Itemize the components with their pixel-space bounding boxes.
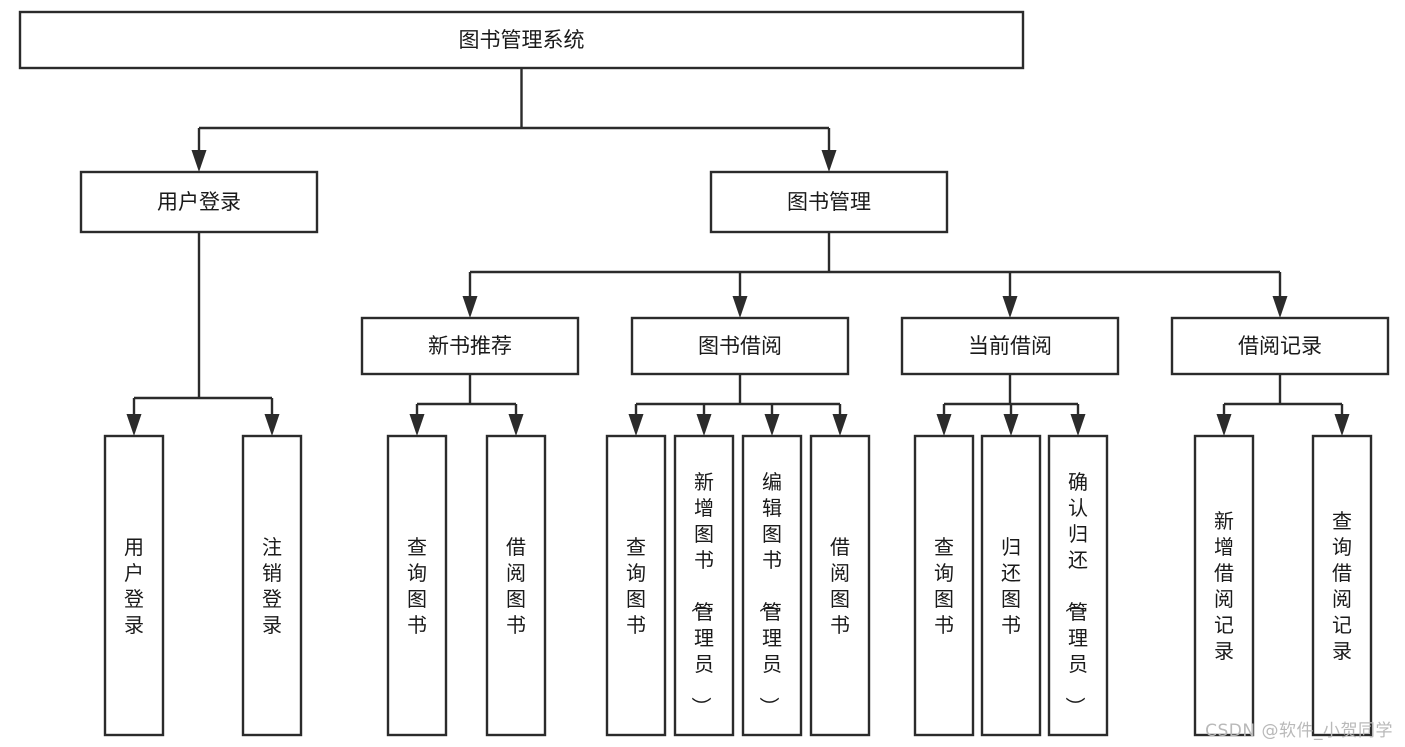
arrow-head-icon <box>1272 296 1288 318</box>
node-leaf-query-book-current[interactable]: 查询图书 <box>913 434 975 737</box>
node-leaf-query-book-borrow[interactable]: 查询图书 <box>605 434 667 737</box>
arrow-head-icon <box>732 296 748 318</box>
node-label: 新增图书（管理员） <box>689 470 714 717</box>
node-label: 新书推荐 <box>428 334 512 358</box>
node-leaf-query-borrow-record[interactable]: 查询借阅记录 <box>1311 434 1373 737</box>
node-label: 图书管理系统 <box>459 28 585 52</box>
node-box[interactable] <box>741 434 803 737</box>
connector-group-userlogin-to-leaves <box>126 232 280 436</box>
node-box[interactable] <box>673 434 735 737</box>
arrow-head-icon <box>832 414 848 436</box>
node-layer: 图书管理系统用户登录图书管理新书推荐图书借阅当前借阅借阅记录用户登录注销登录查询… <box>18 10 1390 737</box>
connector-layer <box>126 68 1350 436</box>
connector-group-root-to-level2 <box>191 68 837 172</box>
node-label: 当前借阅 <box>968 334 1052 358</box>
node-box[interactable] <box>360 316 580 376</box>
node-root[interactable]: 图书管理系统 <box>18 10 1025 70</box>
node-user-login[interactable]: 用户登录 <box>79 170 319 234</box>
node-label: 查询借阅记录 <box>1332 509 1352 663</box>
connector-group-records-to-leaves <box>1216 374 1350 436</box>
arrow-head-icon <box>191 150 207 172</box>
arrow-head-icon <box>821 150 837 172</box>
node-box[interactable] <box>241 434 303 737</box>
node-box[interactable] <box>1311 434 1373 737</box>
arrow-head-icon <box>1216 414 1232 436</box>
arrow-head-icon <box>1002 296 1018 318</box>
node-current-borrow[interactable]: 当前借阅 <box>900 316 1120 376</box>
node-label: 用户登录 <box>124 535 144 637</box>
arrow-head-icon <box>508 414 524 436</box>
node-box[interactable] <box>605 434 667 737</box>
node-label: 图书管理 <box>787 190 871 214</box>
node-box[interactable] <box>980 434 1042 737</box>
node-label: 查询图书 <box>934 535 954 637</box>
node-label: 归还图书 <box>1001 535 1021 637</box>
node-borrow-records[interactable]: 借阅记录 <box>1170 316 1390 376</box>
arrow-head-icon <box>126 414 142 436</box>
arrow-head-icon <box>409 414 425 436</box>
node-box[interactable] <box>913 434 975 737</box>
node-box[interactable] <box>18 10 1025 70</box>
connector-group-borrow-to-leaves <box>628 374 848 436</box>
node-box[interactable] <box>485 434 547 737</box>
connector-group-current-to-leaves <box>936 374 1086 436</box>
node-label: 用户登录 <box>157 190 241 214</box>
node-box[interactable] <box>1193 434 1255 737</box>
node-leaf-query-book-recommend[interactable]: 查询图书 <box>386 434 448 737</box>
node-leaf-borrow-book-recommend[interactable]: 借阅图书 <box>485 434 547 737</box>
node-label: 查询图书 <box>407 535 427 637</box>
node-new-book-recommend[interactable]: 新书推荐 <box>360 316 580 376</box>
node-label: 借阅记录 <box>1238 334 1322 358</box>
arrow-head-icon <box>764 414 780 436</box>
node-label: 编辑图书（管理员） <box>757 470 782 717</box>
node-box[interactable] <box>386 434 448 737</box>
arrow-head-icon <box>628 414 644 436</box>
node-leaf-add-borrow-record[interactable]: 新增借阅记录 <box>1193 434 1255 737</box>
arrow-head-icon <box>462 296 478 318</box>
node-box[interactable] <box>809 434 871 737</box>
node-box[interactable] <box>630 316 850 376</box>
arrow-head-icon <box>696 414 712 436</box>
node-label: 确认归还（管理员） <box>1063 470 1088 717</box>
node-leaf-return-book[interactable]: 归还图书 <box>980 434 1042 737</box>
arrow-head-icon <box>1334 414 1350 436</box>
node-label: 新增借阅记录 <box>1214 509 1234 663</box>
arrow-head-icon <box>1003 414 1019 436</box>
node-leaf-edit-book[interactable]: 编辑图书（管理员） <box>741 434 803 737</box>
node-leaf-user-login[interactable]: 用户登录 <box>103 434 165 737</box>
node-leaf-confirm-return[interactable]: 确认归还（管理员） <box>1047 434 1109 737</box>
node-leaf-add-book[interactable]: 新增图书（管理员） <box>673 434 735 737</box>
node-box[interactable] <box>709 170 949 234</box>
arrow-head-icon <box>936 414 952 436</box>
arrow-head-icon <box>1070 414 1086 436</box>
arrow-head-icon <box>264 414 280 436</box>
node-book-management[interactable]: 图书管理 <box>709 170 949 234</box>
connector-group-bookmgmt-to-level3 <box>462 232 1288 318</box>
node-box[interactable] <box>103 434 165 737</box>
node-label: 查询图书 <box>626 535 646 637</box>
node-leaf-user-logout[interactable]: 注销登录 <box>241 434 303 737</box>
node-leaf-borrow-book[interactable]: 借阅图书 <box>809 434 871 737</box>
node-label: 图书借阅 <box>698 334 782 358</box>
node-box[interactable] <box>900 316 1120 376</box>
connector-group-recommend-to-leaves <box>409 374 524 436</box>
node-box[interactable] <box>1047 434 1109 737</box>
node-label: 借阅图书 <box>830 535 850 637</box>
node-box[interactable] <box>1170 316 1390 376</box>
node-box[interactable] <box>79 170 319 234</box>
node-book-borrow[interactable]: 图书借阅 <box>630 316 850 376</box>
node-label: 注销登录 <box>262 535 282 637</box>
node-label: 借阅图书 <box>506 535 526 637</box>
